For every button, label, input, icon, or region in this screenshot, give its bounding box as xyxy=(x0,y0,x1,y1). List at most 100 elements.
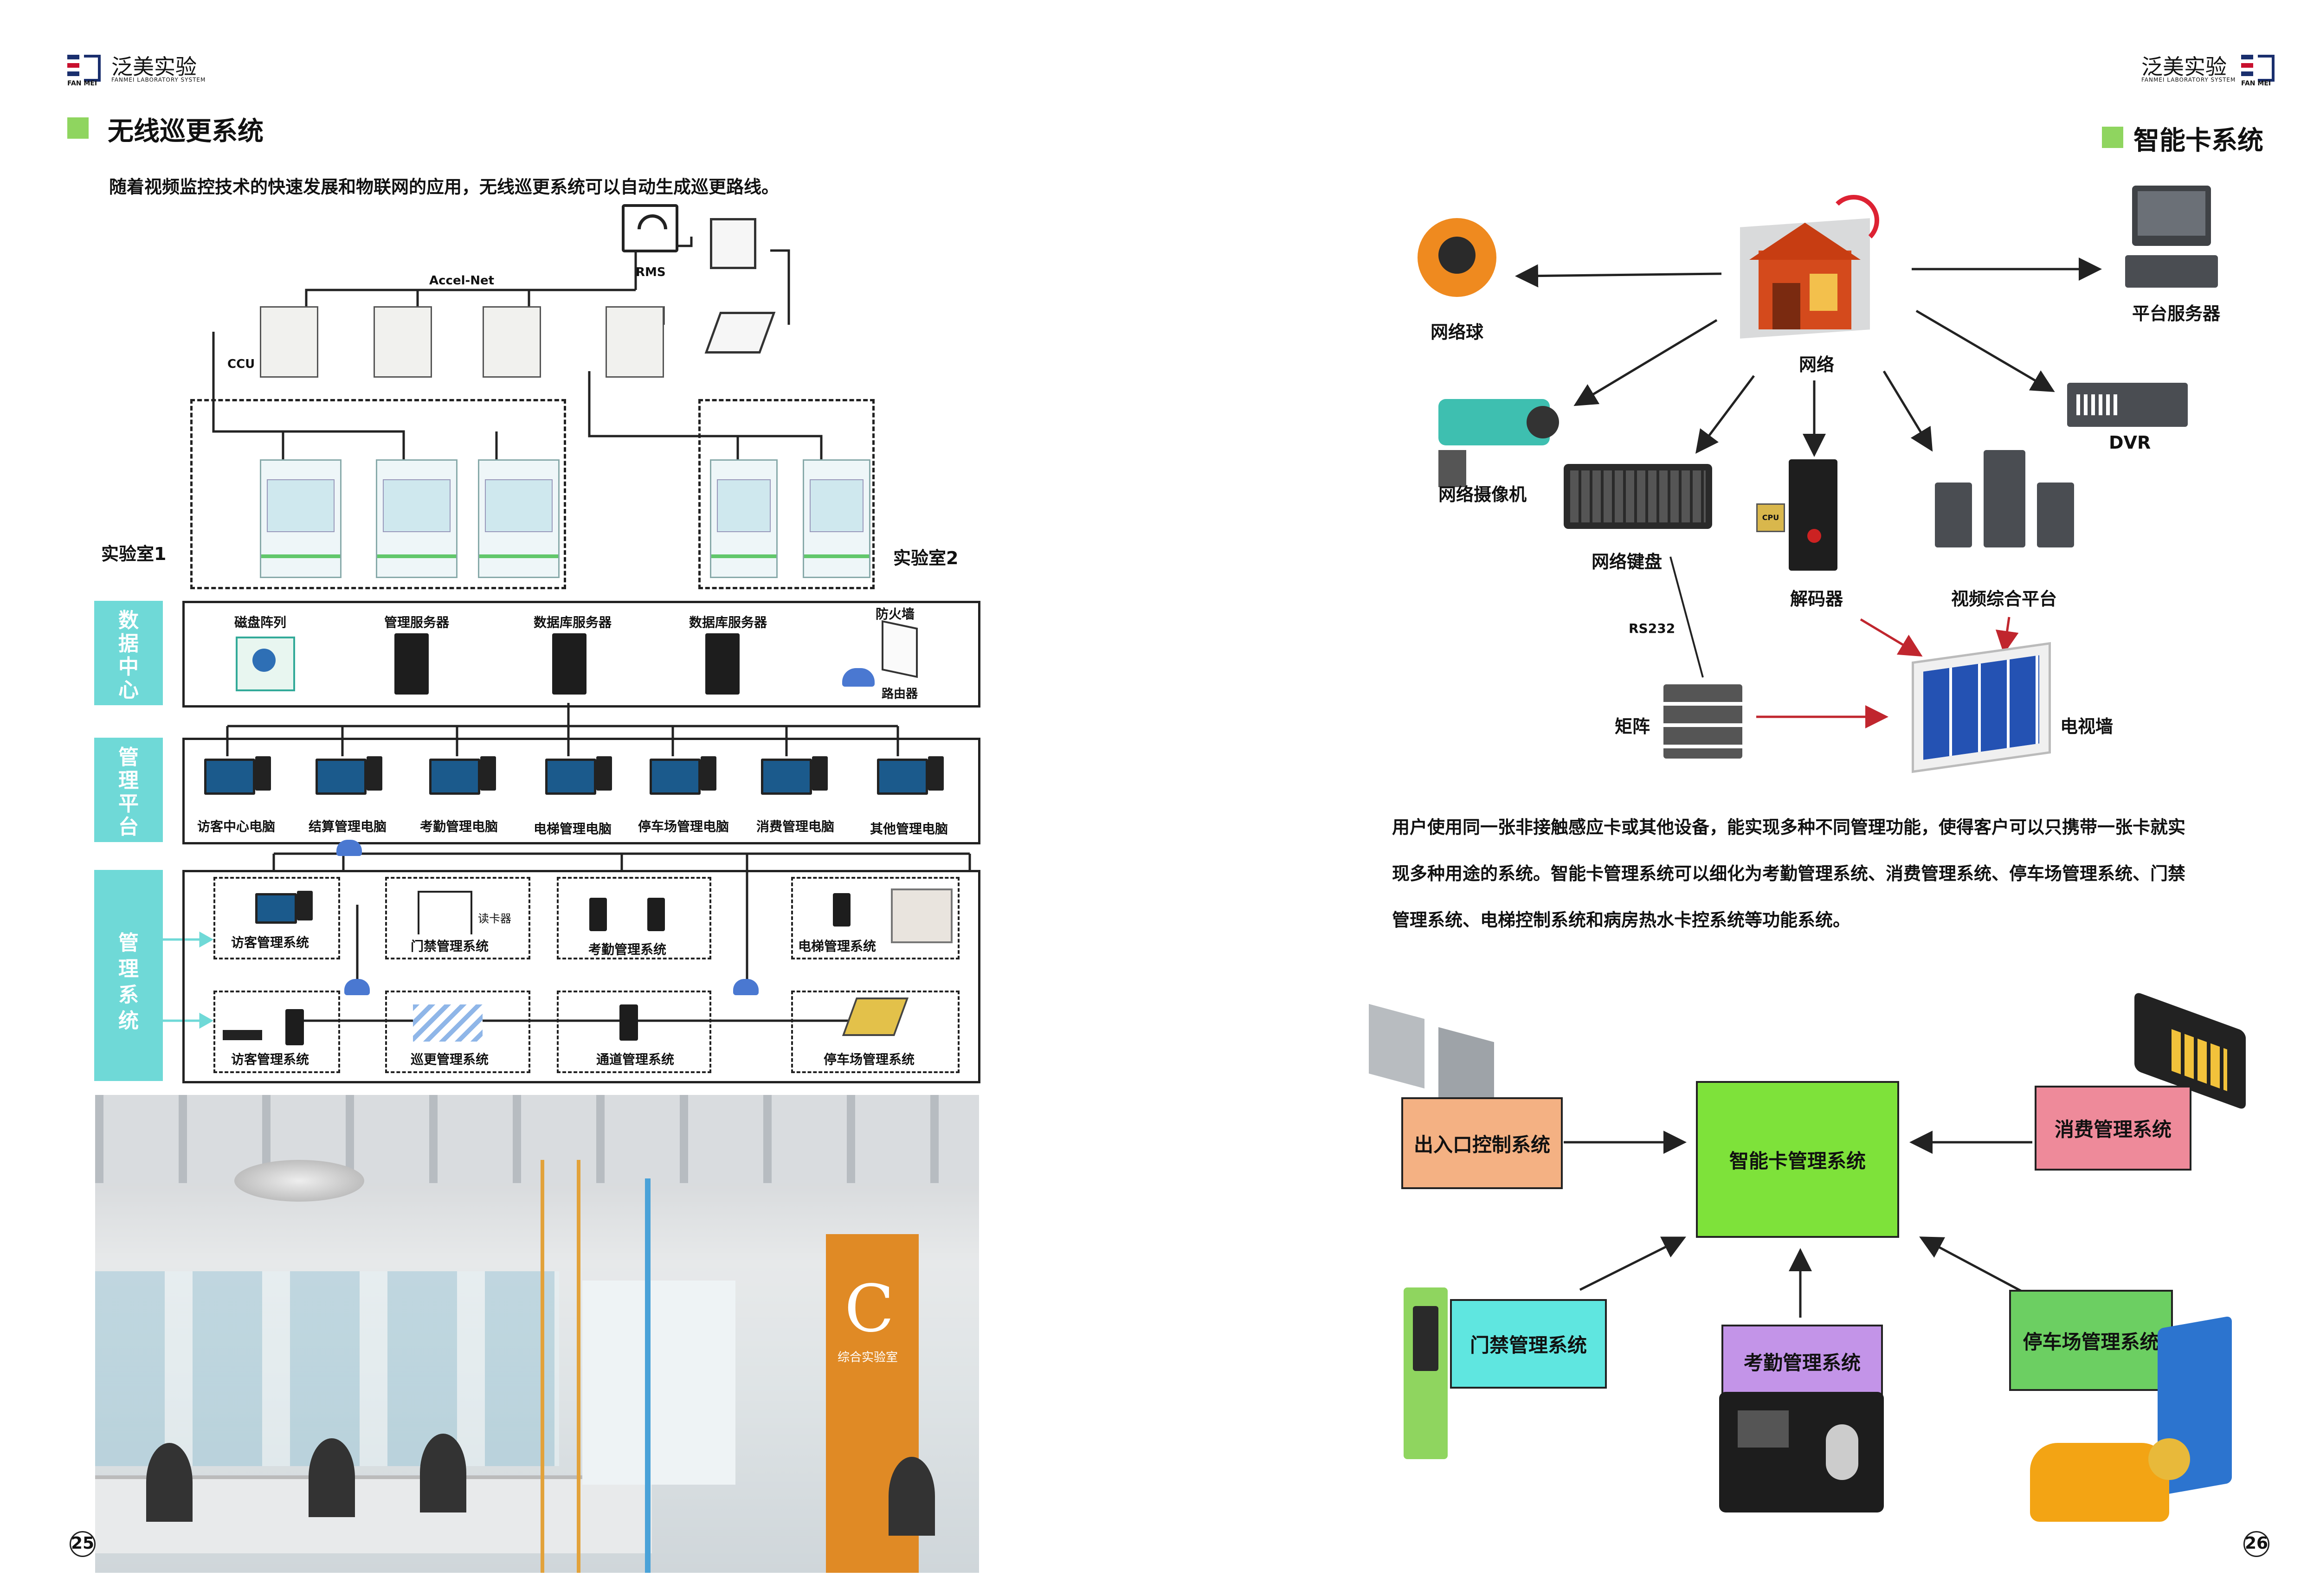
node-decoder: 解码器 xyxy=(1790,589,1843,609)
platform-visitor-pc: 访客中心电脑 xyxy=(197,819,276,834)
sys-attendance: 考勤管理系统 xyxy=(588,942,667,957)
db-server-icon xyxy=(552,633,586,695)
router-icon xyxy=(336,840,362,856)
mgmt-platform-side-label: 管理平台 xyxy=(94,738,163,842)
mgmt-system-side-label: 管理系统 xyxy=(94,870,163,1081)
sys-channel: 通道管理系统 xyxy=(596,1052,675,1067)
elevator-door-icon xyxy=(891,888,953,943)
network-center-label: 网络 xyxy=(1799,354,1835,375)
consume-box: 消费管理系统 xyxy=(2035,1086,2191,1171)
data-center-side-label: 数据中心 xyxy=(94,601,163,705)
sys-box xyxy=(385,991,530,1073)
cpu-chip-icon: CPU xyxy=(1756,503,1785,532)
pc-tower-icon xyxy=(297,891,313,920)
network-camera-icon xyxy=(1429,399,1559,492)
db-server-icon xyxy=(705,633,740,695)
pc-tower-icon xyxy=(596,756,612,791)
brand-name-left: 泛美实验 xyxy=(111,54,197,79)
lab1-label: 实验室1 xyxy=(101,544,167,564)
network-arrows xyxy=(1515,257,2102,728)
monitor-icon xyxy=(650,759,701,795)
node-matrix: 矩阵 xyxy=(1615,716,1650,737)
brand-name-right: 泛美实验 xyxy=(2141,54,2227,79)
decoder-icon xyxy=(1789,459,1837,571)
platform-other-pc: 其他管理电脑 xyxy=(870,821,948,837)
data-center-panel xyxy=(182,601,980,708)
brand-sub-left: FANMEI LABORATORY SYSTEM xyxy=(111,77,206,83)
fingerprint-terminal-icon xyxy=(1719,1392,1884,1512)
coins-icon xyxy=(2148,1438,2190,1480)
brand-mark-left: FAN MEI xyxy=(67,80,97,87)
ccu-cabinet-1 xyxy=(260,306,318,378)
disk-array-icon xyxy=(236,637,295,691)
sys-box xyxy=(557,991,711,1073)
pc-tower-icon xyxy=(480,756,496,791)
brand-sub-right: FANMEI LABORATORY SYSTEM xyxy=(2141,77,2236,83)
node-dvr: DVR xyxy=(2109,432,2151,453)
section-marker-right xyxy=(2102,127,2123,148)
dc-item-disk-array: 磁盘阵列 xyxy=(234,615,287,630)
router-label: 路由器 xyxy=(882,687,918,701)
smart-card-center: 智能卡管理系统 xyxy=(1696,1081,1899,1238)
left-title: 无线巡更系统 xyxy=(108,116,264,147)
node-video-platform: 视频综合平台 xyxy=(1951,589,2057,609)
video-platform-icon xyxy=(1935,450,2074,547)
platform-attendance-pc: 考勤管理电脑 xyxy=(420,819,498,834)
brand-mark-right: FAN MEI xyxy=(2241,80,2271,87)
mgmt-system-panel xyxy=(182,870,980,1083)
platform-elevator-pc: 电梯管理电脑 xyxy=(534,821,612,837)
door-box: 门禁管理系统 xyxy=(1450,1299,1607,1389)
ccu-cabinet-3 xyxy=(483,306,541,378)
rs232-label: RS232 xyxy=(1629,621,1676,636)
platform-billing-pc: 结算管理电脑 xyxy=(309,819,387,834)
sys-box xyxy=(791,877,960,959)
ptz-camera-icon xyxy=(1418,218,1496,297)
pc-tower-icon xyxy=(367,756,382,791)
rms-label: RMS xyxy=(636,265,666,279)
network-house-icon xyxy=(1721,195,1888,339)
brand-logo-right xyxy=(2241,51,2283,84)
router-icon xyxy=(842,668,875,687)
attendance-terminal-icon xyxy=(647,898,665,931)
entry-control-box: 出入口控制系统 xyxy=(1401,1097,1563,1189)
node-platform-server: 平台服务器 xyxy=(2132,303,2221,324)
platform-parking-pc: 停车场管理电脑 xyxy=(638,819,729,834)
mgmt-server-icon xyxy=(394,633,429,695)
left-intro: 随着视频监控技术的快速发展和物联网的应用，无线巡更系统可以自动生成巡更路线。 xyxy=(109,177,780,197)
lab-interior-photo: C 综合实验室 xyxy=(95,1095,979,1573)
attendance-box: 考勤管理系统 xyxy=(1721,1325,1883,1398)
monitor-icon xyxy=(316,759,367,795)
pc-tower-icon xyxy=(701,756,716,791)
attendance-terminal-icon xyxy=(589,898,607,931)
page-number-left: 25 xyxy=(70,1531,96,1557)
rms-monitor-icon xyxy=(622,204,678,252)
sys-elevator: 电梯管理系统 xyxy=(798,939,876,954)
section-marker-left xyxy=(67,117,89,139)
pc-tower-icon xyxy=(928,756,944,791)
monitor-icon xyxy=(204,759,255,795)
sys-door: 门禁管理系统 xyxy=(411,939,489,954)
ccu-label: CCU xyxy=(227,357,255,371)
sys-box xyxy=(213,877,340,959)
printer-icon xyxy=(710,218,756,269)
page-number-right: 26 xyxy=(2243,1531,2269,1557)
sys-box xyxy=(791,991,960,1073)
turnstile-icon xyxy=(418,891,472,934)
brand-logo-left xyxy=(67,51,109,84)
platform-server-icon xyxy=(2125,186,2218,290)
fume-hood xyxy=(803,459,870,578)
monitor-icon xyxy=(255,893,297,924)
sys-parking: 停车场管理系统 xyxy=(824,1052,915,1067)
platform-bus-lines xyxy=(163,703,971,1029)
fume-hood xyxy=(710,459,778,578)
dc-item-mgmt-server: 管理服务器 xyxy=(384,615,450,630)
car-icon xyxy=(2030,1443,2169,1522)
visitor-terminal-icon xyxy=(285,1009,304,1045)
fume-hood xyxy=(260,459,342,578)
lab1-area xyxy=(190,399,566,589)
platform-consume-pc: 消费管理电脑 xyxy=(756,819,835,834)
right-paragraph-line-3: 管理系统、电梯控制系统和病房热水卡控系统等功能系统。 xyxy=(1392,910,1851,930)
photo-sign-letter: C xyxy=(844,1271,895,1347)
dc-item-db-server-2: 数据库服务器 xyxy=(689,615,767,630)
